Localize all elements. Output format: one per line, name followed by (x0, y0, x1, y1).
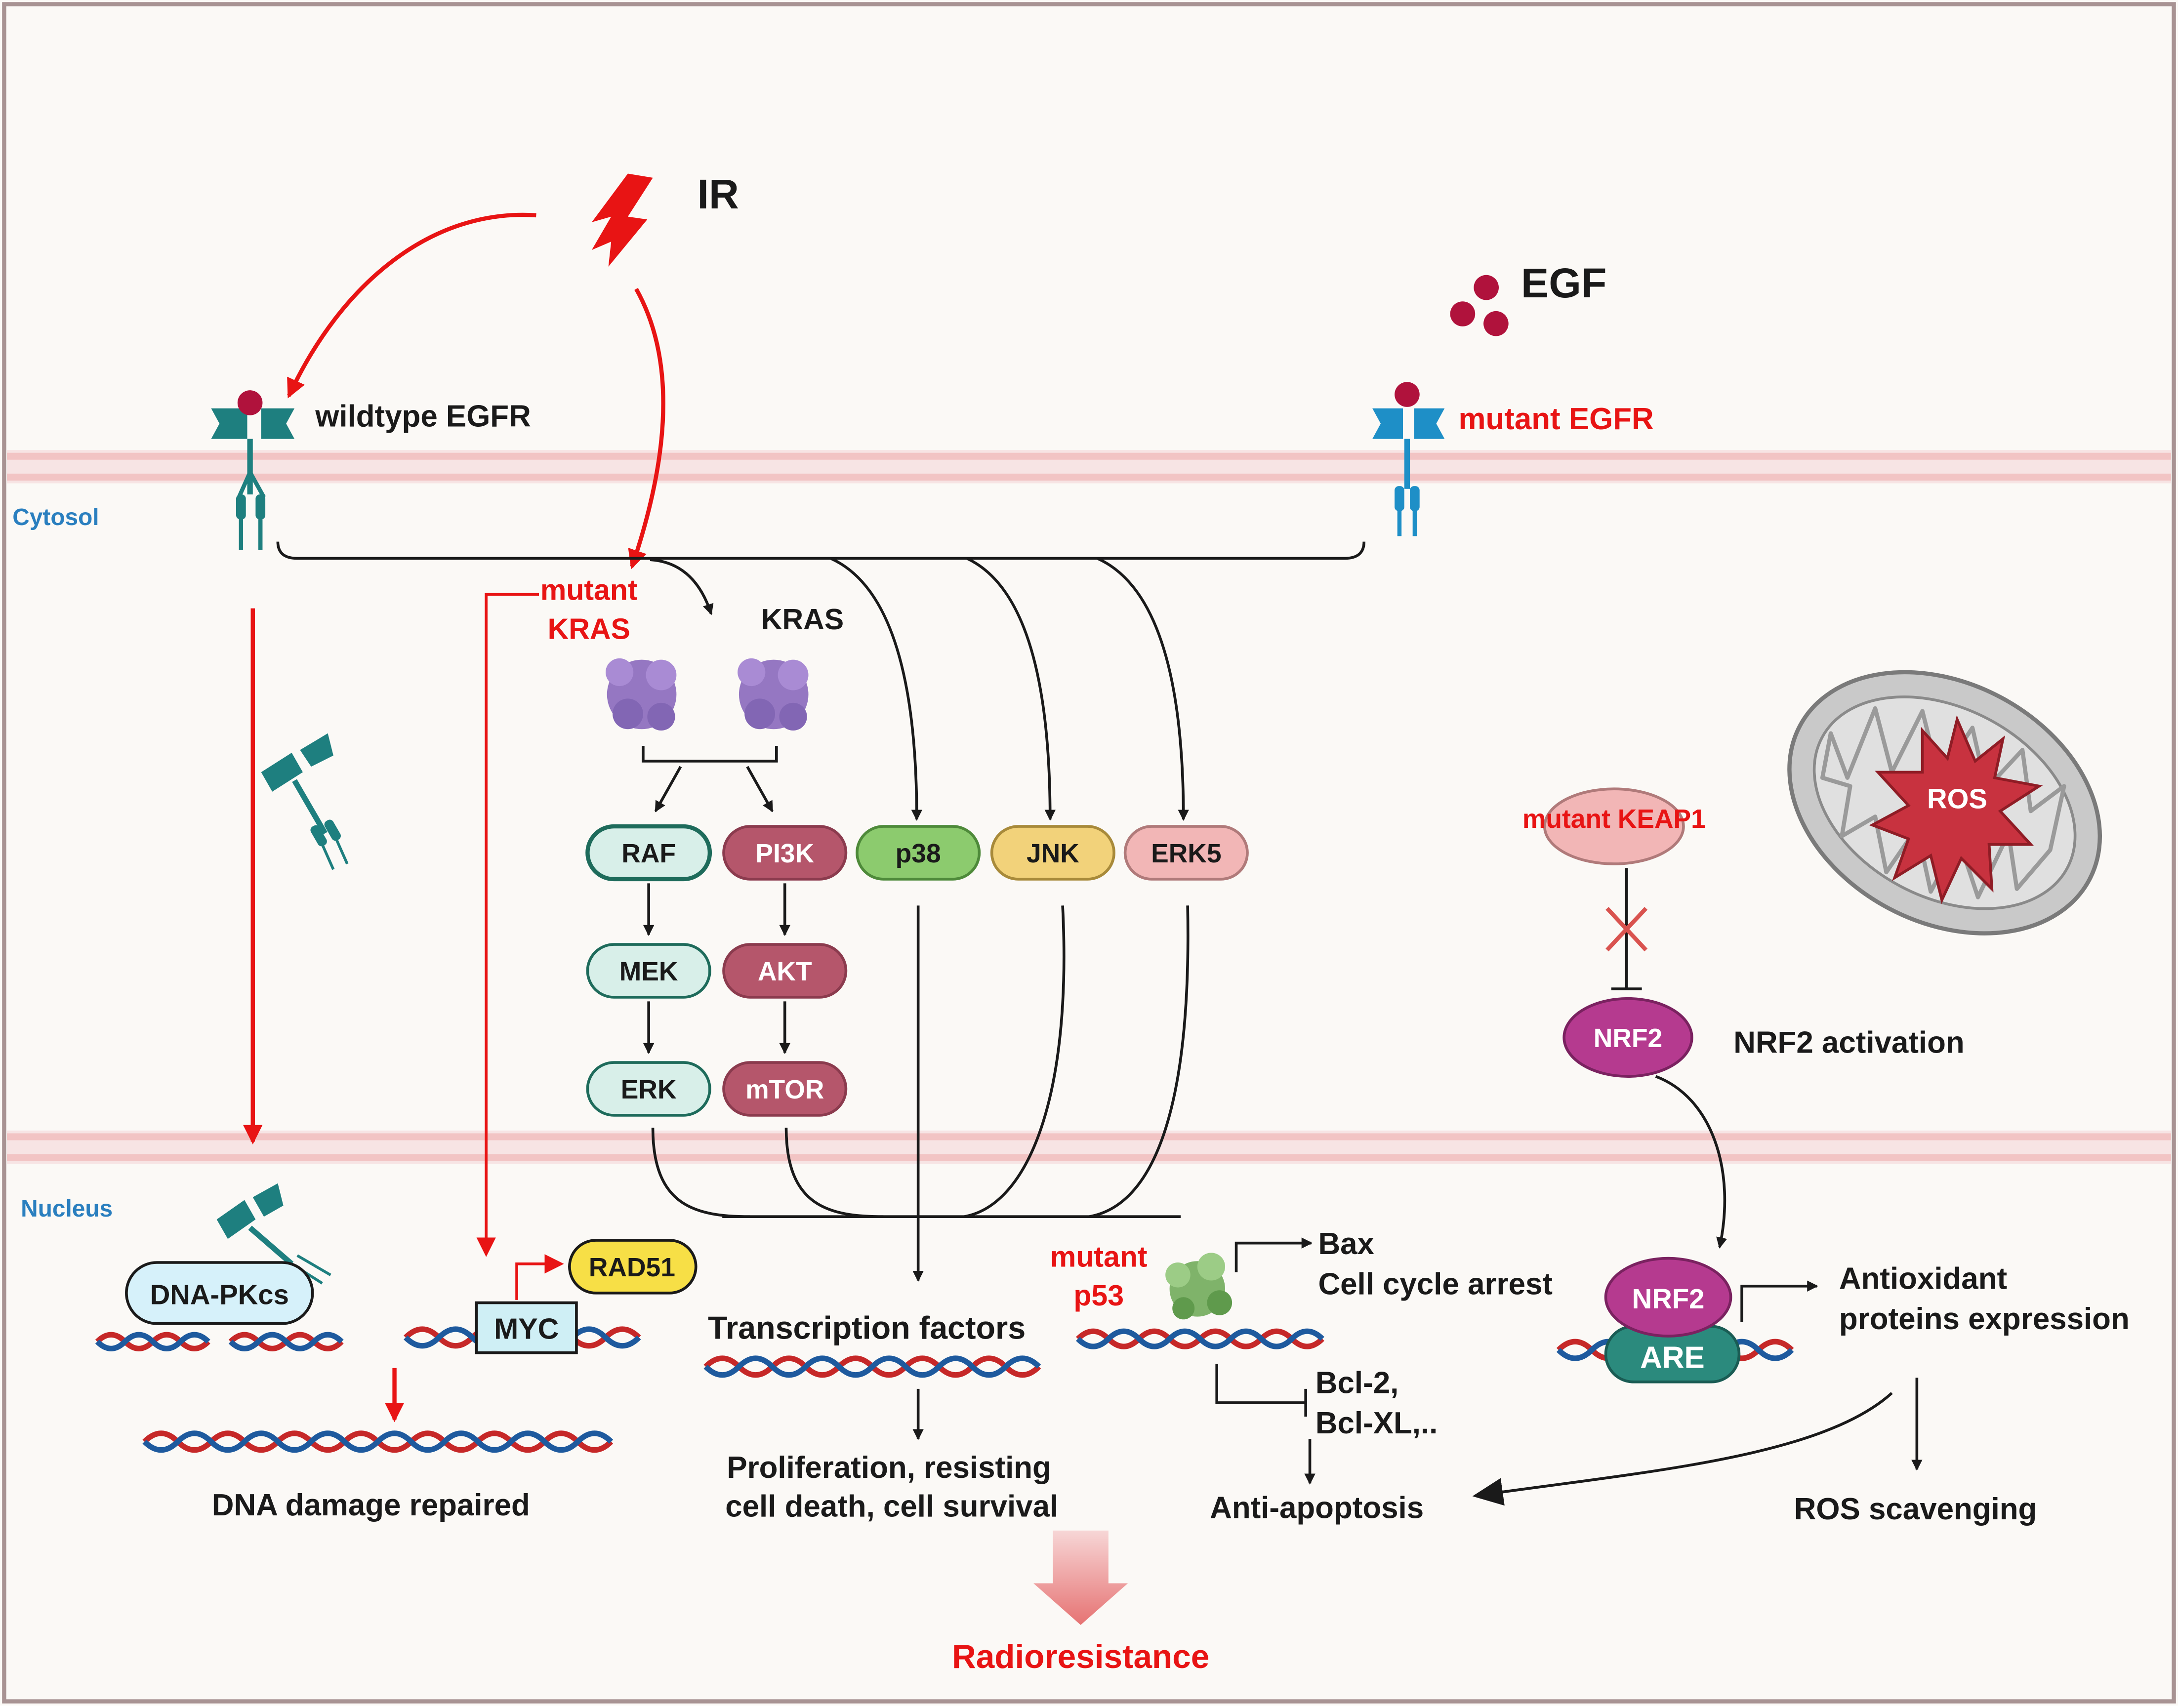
egf-label: EGF (1521, 260, 1606, 306)
plasma-membrane (7, 450, 2171, 484)
are-label: ARE (1640, 1341, 1705, 1375)
erk5-node (1123, 825, 1249, 881)
jnk-label: JNK (1027, 839, 1079, 868)
mutant-kras-label-1: mutant (540, 574, 638, 607)
egf-ligand-icon (1450, 275, 1509, 336)
nrf2-label: NRF2 (1594, 1024, 1662, 1053)
mutant-p53-label-1: mutant (1050, 1240, 1148, 1273)
jnk-node (990, 825, 1115, 881)
ros-burst-icon (1869, 715, 2043, 904)
antioxidant-label-2: proteins expression (1839, 1302, 2130, 1336)
dnapkcs-label: DNA-PKcs (150, 1279, 289, 1310)
erk-label: ERK (621, 1075, 677, 1104)
kras-to-raf-arrow (654, 766, 682, 813)
mtor-label: mTOR (745, 1075, 824, 1104)
mutant-kras-protein-icon (605, 658, 677, 731)
myc-box (475, 1301, 578, 1354)
radioresistance-label: Radioresistance (952, 1638, 1209, 1675)
bax-label: Bax (1318, 1227, 1374, 1261)
erk-node (586, 1061, 711, 1117)
bcl2-label: Bcl-2, (1315, 1366, 1398, 1400)
kras-bracket (642, 745, 778, 763)
wildtype-egfr-label: wildtype EGFR (315, 399, 531, 433)
receptor-signal-bracket (276, 541, 1366, 560)
antioxidant-to-antiapoptosis-arrow (1472, 1392, 1893, 1506)
nuclear-egfr-icon (216, 1183, 331, 1285)
p53-inhibits-bcl2 (1215, 1364, 1306, 1404)
akt-label: AKT (758, 957, 812, 986)
nrf2-nuclear-label: NRF2 (1632, 1283, 1705, 1314)
kras-protein-icon (738, 658, 809, 731)
kras-to-pi3k-arrow (746, 766, 774, 813)
nrf2-translocation-arrow (1655, 1075, 1727, 1249)
dna-helix-transcription (703, 1355, 1041, 1378)
anti-apoptosis-label: Anti-apoptosis (1210, 1491, 1424, 1525)
myc-to-rad51-arrow (515, 1254, 564, 1300)
ir-label: IR (698, 171, 739, 217)
nrf2-nuclear-node (1604, 1257, 1732, 1338)
dna-helix-broken-right (228, 1332, 344, 1351)
nucleus-label: Nucleus (21, 1196, 113, 1222)
wildtype-egfr-icon (211, 390, 295, 550)
blocked-cross-icon (1605, 907, 1648, 952)
egfr-to-kras-arrow (650, 558, 714, 615)
raf-label: RAF (621, 839, 676, 868)
proliferation-label-1: Proliferation, resisting (727, 1451, 1051, 1485)
pi3k-label: PI3K (755, 839, 814, 868)
kras-to-myc-arrow (476, 593, 539, 1257)
nrf2-to-antioxidant-arrow (1740, 1280, 1818, 1322)
mutant-kras-label-2: KRAS (548, 612, 630, 645)
dnapkcs-node (125, 1261, 314, 1325)
pi3k-node (722, 825, 848, 881)
akt-node (722, 943, 848, 999)
translocating-egfr-icon (261, 733, 349, 870)
mek-label: MEK (619, 957, 678, 986)
mutant-p53-label-2: p53 (1073, 1279, 1124, 1312)
p38-label: p38 (896, 839, 941, 868)
radioresistance-arrow (1033, 1530, 1128, 1625)
myc-label: MYC (494, 1313, 559, 1345)
transcription-factors-label: Transcription factors (708, 1310, 1026, 1346)
ir-to-kras-arrow (628, 287, 665, 569)
nrf2-node (1562, 997, 1693, 1078)
p53-to-bax-arrow (1234, 1237, 1313, 1272)
erk5-label: ERK5 (1151, 839, 1221, 868)
nuclear-membrane (7, 1130, 2171, 1164)
p53-protein-icon (1165, 1253, 1233, 1320)
keap1-label: mutant KEAP1 (1522, 805, 1706, 834)
kras-label: KRAS (761, 603, 844, 636)
keap1-node (1543, 787, 1685, 865)
converging-signal-lines (651, 905, 1190, 1219)
dna-helix-broken-left (95, 1332, 210, 1351)
dna-repaired-label: DNA damage repaired (212, 1488, 530, 1522)
dna-helix-p53 (1076, 1328, 1324, 1349)
nrf2-activation-label: NRF2 activation (1733, 1025, 1964, 1059)
cytosol-label: Cytosol (12, 504, 99, 530)
rad51-label: RAD51 (589, 1253, 675, 1282)
antioxidant-label-1: Antioxidant (1839, 1261, 2007, 1296)
ros-label: ROS (1927, 783, 1987, 814)
raf-node (585, 824, 712, 882)
mutant-egfr-icon (1372, 382, 1445, 536)
cell-cycle-arrest-label: Cell cycle arrest (1318, 1267, 1553, 1301)
mek-node (586, 943, 711, 999)
bclxl-label: Bcl-XL,.. (1315, 1406, 1438, 1440)
ir-to-egfr-arrow (287, 212, 536, 399)
lightning-bolt-icon (591, 173, 653, 267)
p38-node (856, 825, 981, 881)
rad51-node (568, 1239, 698, 1295)
ros-scavenging-label: ROS scavenging (1794, 1492, 2037, 1526)
egfr-to-erk5-arrow (1097, 557, 1189, 821)
proliferation-label-2: cell death, cell survival (725, 1490, 1058, 1524)
egfr-to-jnk-arrow (966, 557, 1056, 821)
mtor-node (722, 1061, 848, 1117)
mutant-egfr-label: mutant EGFR (1458, 402, 1653, 436)
dna-helix-repaired (142, 1430, 614, 1453)
egfr-to-p38-arrow (830, 557, 923, 821)
